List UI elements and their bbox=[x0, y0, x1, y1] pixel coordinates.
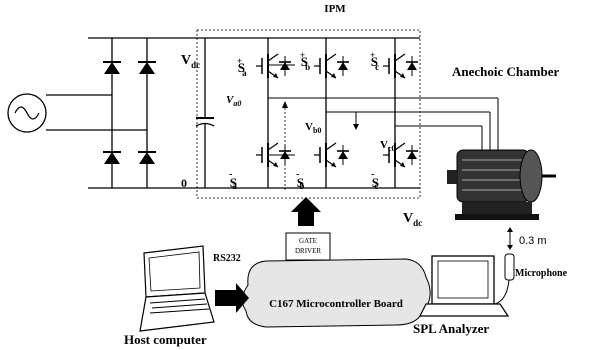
spl-analyzer-label: SPL Analyzer bbox=[413, 321, 489, 336]
sa-plus-label: S+a bbox=[237, 56, 247, 78]
ipm-module-box bbox=[196, 29, 421, 199]
ac-source-icon bbox=[7, 93, 147, 133]
microcontroller-board-label: C167 Microcontroller Board bbox=[269, 298, 403, 310]
sb-plus-label: S+b bbox=[300, 50, 310, 72]
diode-bridge-rectifier bbox=[88, 37, 197, 189]
vdc-top-label: Vdc bbox=[181, 53, 200, 70]
vc0-label: Vc0 bbox=[380, 139, 396, 153]
vb0-label: Vb0 bbox=[305, 121, 321, 135]
sb-minus-label: S-b bbox=[296, 169, 304, 191]
inverter-leg-b bbox=[313, 38, 350, 188]
host-computer-laptop-icon bbox=[139, 245, 215, 332]
gate-driver-signal-arrow bbox=[291, 197, 321, 226]
spl-analyzer-monitor-icon bbox=[419, 255, 510, 317]
microcontroller-board: C167 Microcontroller Board bbox=[242, 258, 431, 328]
gate-driver-label-line1: GATE bbox=[299, 237, 317, 245]
microphone-label: Microphone bbox=[515, 268, 568, 279]
va0-label: Va0 bbox=[226, 94, 241, 108]
inverter-leg-a bbox=[255, 38, 295, 188]
microphone-icon bbox=[494, 253, 515, 305]
motor-icon bbox=[447, 149, 556, 220]
anechoic-chamber-label: Anechoic Chamber bbox=[452, 64, 559, 79]
sc-plus-label: S+c bbox=[370, 50, 379, 72]
vdc-bottom-label: Vdc bbox=[403, 211, 422, 228]
dc-link-capacitor-icon bbox=[195, 38, 215, 188]
distance-arrow bbox=[507, 227, 513, 250]
rs232-link-arrow bbox=[215, 283, 249, 313]
sa-minus-label: S-a bbox=[229, 169, 237, 191]
rs232-label: RS232 bbox=[213, 253, 241, 264]
distance-label: 0.3 m bbox=[519, 235, 547, 247]
zero-node-label: 0 bbox=[181, 176, 187, 190]
host-computer-label: Host computer bbox=[124, 332, 207, 347]
phase-output-wires bbox=[268, 97, 499, 150]
ipm-label: IPM bbox=[324, 3, 346, 15]
inverter-leg-c bbox=[382, 38, 419, 188]
gate-driver-block: GATE DRIVER bbox=[285, 232, 331, 261]
dashed-signal-arrow bbox=[282, 101, 288, 190]
gate-driver-label-line2: DRIVER bbox=[295, 247, 321, 255]
sc-minus-label: S-c bbox=[371, 169, 379, 191]
